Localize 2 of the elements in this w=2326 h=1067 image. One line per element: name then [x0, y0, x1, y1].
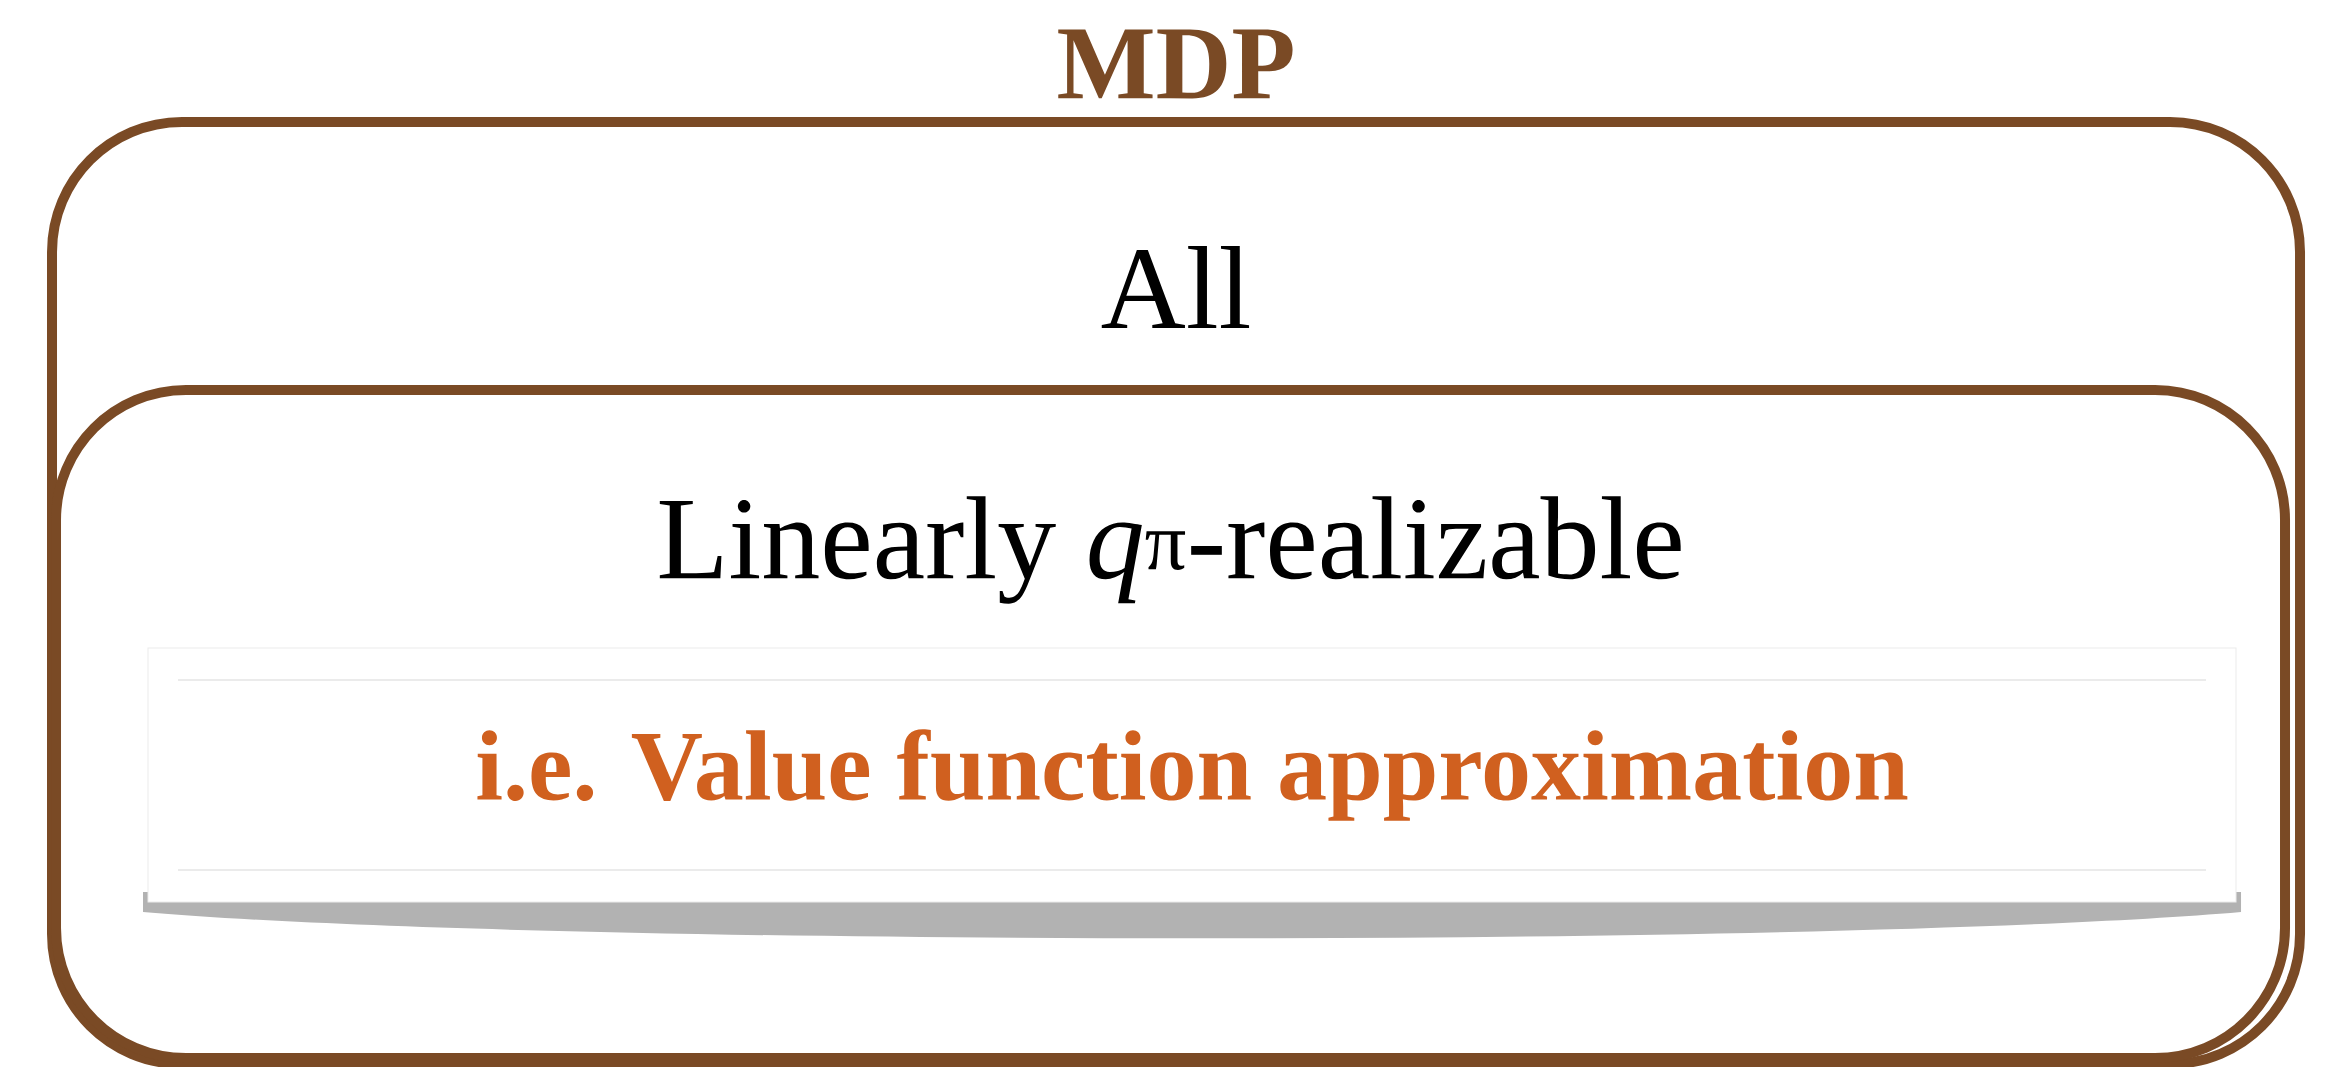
banner: i.e. Value function approximation — [143, 647, 2241, 939]
node-label: MDP — [1058, 29, 1293, 99]
